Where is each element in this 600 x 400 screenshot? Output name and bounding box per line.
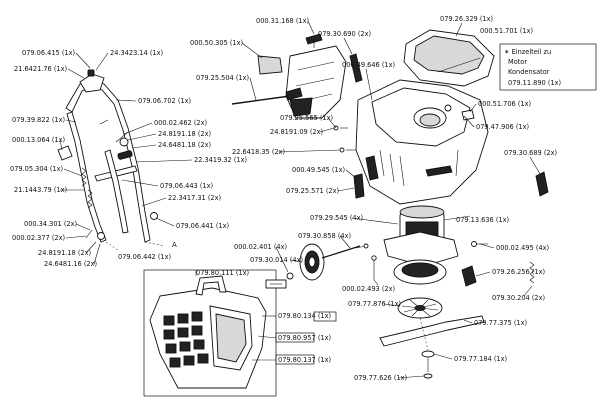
motor-bracket	[383, 231, 459, 267]
flap-arm	[349, 53, 363, 83]
label-r: 24.6481.16 (2x)	[44, 260, 97, 268]
label-aq: 000.02.493 (2x)	[342, 285, 395, 293]
label-aw: 079.80.111 (1x)	[196, 269, 249, 277]
knob-lower	[150, 212, 158, 220]
spring-right	[529, 261, 535, 284]
label-c: 21.6421.76 (1x)	[14, 65, 67, 73]
knob-upper	[119, 137, 129, 147]
grass-bag-inner	[215, 313, 247, 363]
lower-handle-right	[104, 149, 129, 234]
label-ax: 079.80.134 (1x)	[278, 312, 331, 320]
note-line-4: 079.11.890 (1x)	[508, 79, 561, 87]
label-ad: 079.25.571 (2x)	[286, 187, 339, 195]
flap-mount	[285, 87, 303, 101]
label-e: 079.39.822 (1x)	[12, 116, 65, 124]
label-m: 21.1443.79 (1x)	[14, 186, 67, 194]
label-ag: 000.51.706 (1x)	[478, 100, 531, 108]
label-as: 079.77.876 (1x)	[348, 300, 401, 308]
flap-rod	[231, 95, 291, 105]
label-ay: 079.80.957 (1x)	[278, 334, 331, 342]
note-line-3: Kondensator	[508, 68, 550, 76]
top-cover	[403, 29, 495, 87]
label-k: 079.05.304 (1x)	[10, 165, 63, 173]
grass-bag-handle	[195, 275, 227, 296]
label-w: 079.30.690 (2x)	[318, 30, 371, 38]
label-l: 079.06.443 (1x)	[160, 182, 213, 190]
cable-clip	[57, 145, 73, 161]
label-af: 000.51.701 (1x)	[480, 27, 533, 35]
note-line-2: Motor	[508, 58, 527, 66]
label-x: 079.25.504 (1x)	[196, 74, 249, 82]
label-ae: 079.26.329 (1x)	[440, 15, 493, 23]
label-i: 000.13.064 (1x)	[12, 136, 65, 144]
handle-spring-lower	[87, 189, 93, 209]
label-ak: 079.13.636 (1x)	[456, 216, 509, 224]
note-line-1: ✶ Einzelteil zu	[504, 48, 551, 56]
label-av: 079.77.626 (1x)	[354, 374, 407, 382]
side-rail	[425, 165, 453, 177]
side-grip	[535, 171, 549, 197]
housing-front-strip	[365, 155, 379, 181]
cutting-blade	[379, 315, 485, 347]
label-ap: 079.26.256 (1x)	[492, 268, 545, 276]
label-an: 079.30.014 (4x)	[250, 256, 303, 264]
label-q: 24.8191.18 (2x)	[38, 249, 91, 257]
label-au: 079.77.184 (1x)	[454, 355, 507, 363]
clamp-lever	[117, 150, 133, 160]
handle-assembly: A	[57, 69, 177, 251]
label-az: 079.80.137 (1x)	[278, 356, 331, 364]
label-p: 000.02.377 (2x)	[12, 234, 65, 242]
wheel-assembly	[265, 243, 369, 289]
label-y: 000.49.646 (1x)	[342, 61, 395, 69]
motor-assembly	[371, 205, 535, 287]
label-ac: 000.49.545 (1x)	[292, 166, 345, 174]
label-b: 24.3423.14 (1x)	[110, 49, 163, 57]
knob-left	[97, 232, 105, 240]
label-o: 000.34.301 (2x)	[24, 220, 77, 228]
label-ai: 079.30.689 (2x)	[504, 149, 557, 157]
warning-plate	[257, 55, 283, 75]
blade-assembly	[379, 297, 485, 379]
cover-top	[413, 35, 485, 75]
label-ab: 22.6418.35 (2x)	[232, 148, 285, 156]
label-s: 079.06.441 (1x)	[176, 222, 229, 230]
note-box: ✶ Einzelteil zu Motor Kondensator 079.11…	[499, 43, 597, 91]
label-v: 000.50.305 (1x)	[190, 39, 243, 47]
label-u: 000.31.168 (1x)	[256, 17, 309, 25]
capacitor	[461, 265, 477, 287]
flap-skirt	[289, 97, 313, 117]
label-am: 000.02.401 (4x)	[234, 243, 287, 251]
blade-washer	[421, 350, 435, 358]
label-g: 24.8191.18 (2x)	[158, 130, 211, 138]
label-ar: 079.30.204 (2x)	[492, 294, 545, 302]
wheel-cap	[286, 272, 294, 280]
label-t: 079.06.442 (1x)	[118, 253, 171, 261]
height-adjuster	[353, 173, 365, 199]
part-labels: 079.06.415 (1x) 24.3423.14 (1x) 21.6421.…	[10, 15, 557, 382]
mower-housing	[353, 79, 549, 205]
label-a: 079.06.415 (1x)	[22, 49, 75, 57]
switch-button	[87, 69, 95, 77]
label-h: 24.6481.18 (2x)	[158, 141, 211, 149]
label-d: 079.06.702 (1x)	[138, 97, 191, 105]
label-ah: 079.47.906 (1x)	[476, 123, 529, 131]
blade-bolt	[423, 373, 433, 379]
label-aj: 079.29.545 (4x)	[310, 214, 363, 222]
label-at: 079.77.375 (1x)	[474, 319, 527, 327]
label-j: 22.3419.32 (1x)	[194, 156, 247, 164]
label-n: 22.3417.31 (2x)	[168, 194, 221, 202]
flap-hinge	[305, 33, 323, 45]
discharge-flap-assembly	[231, 33, 363, 153]
grass-bag-assembly	[143, 269, 277, 397]
label-al: 079.30.858 (4x)	[298, 232, 351, 240]
label-f: 000.02.462 (2x)	[154, 119, 207, 127]
letter-a: A	[172, 241, 177, 249]
label-z: 079.25.565 (1x)	[280, 114, 333, 122]
label-aa: 24.8191.09 (2x)	[270, 128, 323, 136]
label-ao: 000.02.495 (4x)	[496, 244, 549, 252]
handle-spring	[81, 167, 87, 187]
